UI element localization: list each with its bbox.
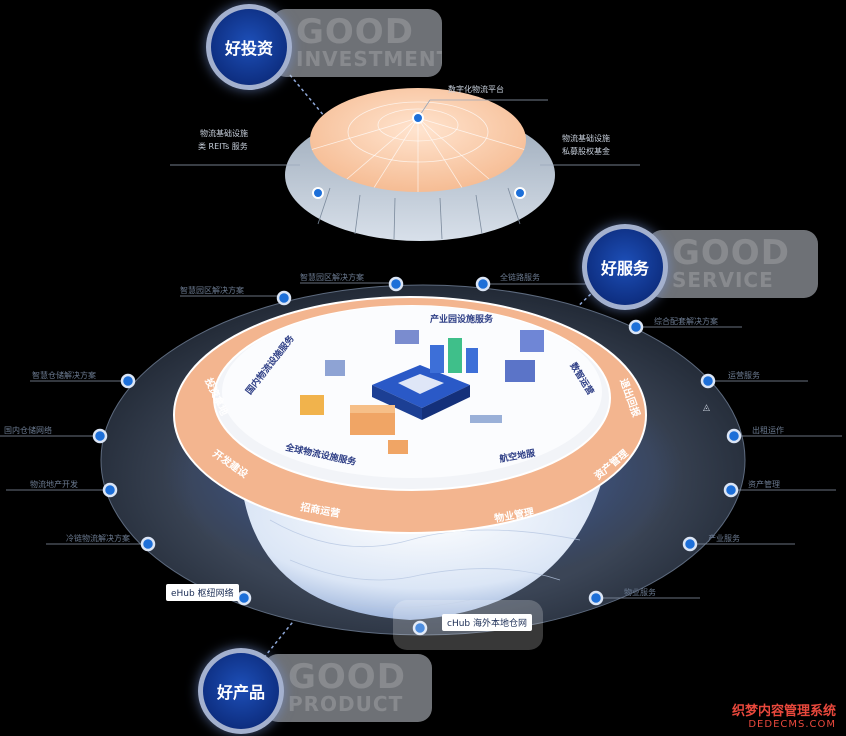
outer-dot-ehub[interactable] <box>236 590 252 606</box>
service-card: GOOD SERVICE <box>648 230 818 298</box>
ehub-callout[interactable]: eHub 枢纽网络 <box>166 584 239 601</box>
outer-label-right-6: 物业服务 <box>624 588 656 597</box>
outer-dot-right-5[interactable] <box>682 536 698 552</box>
outer-dot-left-3[interactable] <box>102 482 118 498</box>
outer-label-top-center: 智慧园区解决方案 <box>300 273 364 282</box>
outer-dot-top-right[interactable] <box>475 276 491 292</box>
investment-connector <box>289 74 341 136</box>
outer-label-right-4: 资产管理 <box>748 480 780 489</box>
outer-dot-left-4[interactable] <box>140 536 156 552</box>
outer-dot-top-center[interactable] <box>388 276 404 292</box>
dome-dot-left[interactable] <box>312 187 324 199</box>
outer-dot-right-2[interactable] <box>700 373 716 389</box>
investment-ghost-2: INVESTMENT <box>296 47 442 71</box>
service-badge-label: 好服务 <box>600 259 649 278</box>
outer-label-top-right: 全链路服务 <box>500 273 540 282</box>
product-card: GOOD PRODUCT <box>264 654 432 722</box>
investment-dome <box>170 88 640 241</box>
outer-label-left-1: 智慧仓储解决方案 <box>32 371 96 380</box>
investment-card: GOOD INVESTMENT <box>272 9 442 77</box>
watermark-line2: DEDECMS.COM <box>748 719 836 730</box>
outer-label-right-5: 产业服务 <box>708 534 740 543</box>
outer-dot-right-6[interactable] <box>588 590 604 606</box>
outer-label-right-1: 综合配套解决方案 <box>654 317 718 326</box>
outer-dot-left-2[interactable] <box>92 428 108 444</box>
product-badge[interactable]: 好产品 <box>198 648 284 734</box>
cursor-glyph: ◬ <box>703 403 710 413</box>
outer-dot-right-4[interactable] <box>723 482 739 498</box>
dome-label-left-2: 类 REITs 服务 <box>198 142 248 151</box>
watermark-line1: 织梦内容管理系统 <box>731 704 836 719</box>
outer-label-left-2: 国内仓储网络 <box>4 426 52 435</box>
outer-label-left-3: 物流地产开发 <box>30 480 78 489</box>
outer-label-left-4: 冷链物流解决方案 <box>66 534 130 543</box>
outer-label-right-3: 出租运作 <box>752 426 784 435</box>
product-ghost-2: PRODUCT <box>288 692 404 716</box>
outer-dot-right-3[interactable] <box>726 428 742 444</box>
product-ghost-1: GOOD <box>288 657 406 697</box>
card-label-industrial: 产业园设施服务 <box>430 313 494 325</box>
outer-dot-chub[interactable] <box>412 620 428 636</box>
investment-badge-label: 好投资 <box>224 39 273 58</box>
watermark: 织梦内容管理系统 DEDECMS.COM <box>732 700 836 730</box>
dome-label-right-2: 私募股权基金 <box>562 147 610 156</box>
chub-callout[interactable]: cHub 海外本地仓网 <box>442 614 532 631</box>
dome-label-top: 数字化物流平台 <box>448 85 504 94</box>
hub-illustration <box>300 330 544 454</box>
investment-badge[interactable]: 好投资 <box>206 4 292 90</box>
service-ghost-1: GOOD <box>672 233 790 273</box>
dome-label-right-1: 物流基础设施 <box>562 134 610 143</box>
outer-label-top-left: 智慧园区解决方案 <box>180 286 244 295</box>
outer-dot-top-left[interactable] <box>276 290 292 306</box>
outer-dot-left-1[interactable] <box>120 373 136 389</box>
dome-label-left-1: 物流基础设施 <box>200 129 248 138</box>
product-badge-label: 好产品 <box>216 683 265 702</box>
dome-dot-right[interactable] <box>514 187 526 199</box>
outer-dot-right-1[interactable] <box>628 319 644 335</box>
outer-label-right-2: 运营服务 <box>728 371 760 380</box>
service-badge[interactable]: 好服务 <box>582 224 668 310</box>
service-platform: 产业园设施服务 全球物流设施服务 航空地服 国内物流设施服务 数智运营 投资拿地… <box>0 276 842 636</box>
investment-ghost-1: GOOD <box>296 12 414 52</box>
dome-dot-top[interactable] <box>412 112 424 124</box>
service-ghost-2: SERVICE <box>672 268 774 292</box>
